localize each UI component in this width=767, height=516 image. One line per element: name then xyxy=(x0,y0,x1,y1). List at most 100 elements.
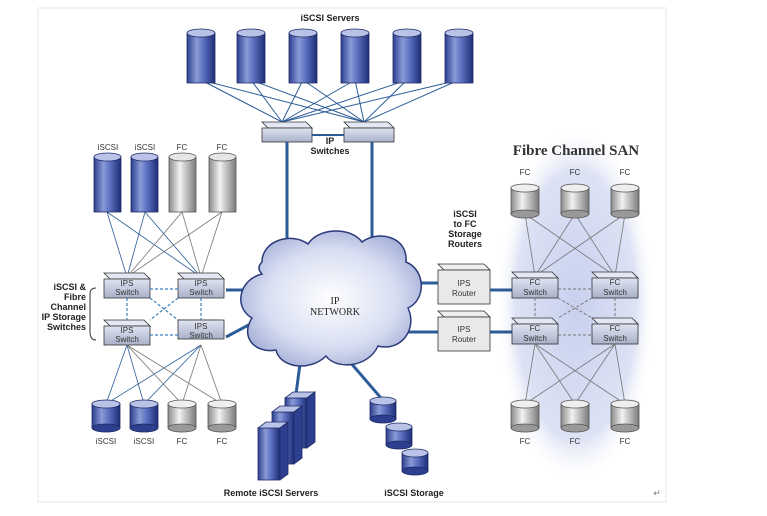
fc-label-bottom: FC xyxy=(519,437,531,446)
server-links xyxy=(200,79,460,123)
ips-router-top xyxy=(437,263,491,305)
ips-router-label: Router xyxy=(451,289,476,298)
disk-unit xyxy=(91,399,121,433)
storage-label-top: FC xyxy=(176,143,188,152)
ips-switch-label: IPS xyxy=(120,279,134,288)
fc-label-bottom: FC xyxy=(619,437,631,446)
iscsi-storage-label: iSCSI Storage xyxy=(384,488,444,498)
ips-switch-label: IPS xyxy=(194,279,208,288)
server xyxy=(444,28,474,84)
fc-disk xyxy=(510,183,540,219)
ips-router-label: IPS xyxy=(457,325,471,334)
ip-switches-label-bottom: Switches xyxy=(310,146,350,156)
iscsi-servers-title: iSCSI Servers xyxy=(300,13,360,23)
disk-unit xyxy=(385,422,413,450)
disk-unit xyxy=(129,399,159,433)
fc-interswitch-dashed xyxy=(534,288,616,336)
router-to-fc-trunks xyxy=(490,288,512,334)
ips-switch-tr xyxy=(177,272,225,299)
fc-switch-tr xyxy=(591,271,639,299)
server xyxy=(288,28,318,84)
server xyxy=(236,28,266,84)
fc-switch-tl xyxy=(511,271,559,299)
fc-switch-label: FC xyxy=(529,324,541,333)
ips-switch-label: Switch xyxy=(189,288,213,297)
ips-interswitch-dashed xyxy=(126,288,202,336)
router-caption-line: to FC xyxy=(453,219,477,229)
fc-disk xyxy=(560,399,590,433)
storage-label-bottom: iSCSI xyxy=(133,437,155,446)
iscsi-storage xyxy=(369,396,429,476)
ip-switch-right xyxy=(343,121,395,143)
ips-router-label: IPS xyxy=(457,279,471,288)
storage-unit xyxy=(93,152,122,213)
iscsi-servers xyxy=(186,28,474,84)
ip-network-label-line2: NETWORK xyxy=(310,307,360,318)
ip-network-cloud xyxy=(240,230,422,367)
server xyxy=(340,28,370,84)
fc-switch-label: FC xyxy=(529,278,541,287)
router-caption-line: iSCSI xyxy=(453,209,477,219)
disk-unit xyxy=(369,396,397,424)
fc-switch-label: Switch xyxy=(603,334,627,343)
fc-label-top: FC xyxy=(519,168,531,177)
ips-switch-label: Switch xyxy=(115,288,139,297)
server xyxy=(186,28,216,84)
ip-switch-left xyxy=(261,121,313,143)
left-bottom-links xyxy=(105,344,202,405)
disk-unit xyxy=(207,399,237,433)
left-bottom-storage xyxy=(91,399,237,433)
fc-disk xyxy=(610,183,640,219)
fc-bottom-storage xyxy=(510,399,640,433)
fc-bottom-links xyxy=(524,343,626,405)
ips-switch-bl xyxy=(103,319,151,346)
ips-switch-label: IPS xyxy=(194,322,208,331)
ip-switches-label-top: IP xyxy=(325,136,335,146)
return-mark: ↵ xyxy=(653,488,661,498)
storage-label-top: iSCSI xyxy=(97,143,119,152)
fc-san-title: Fibre Channel SAN xyxy=(512,143,640,159)
fc-disk xyxy=(510,399,540,433)
storage-label-top: iSCSI xyxy=(134,143,156,152)
server xyxy=(392,28,422,84)
fc-top-storage xyxy=(510,183,640,219)
fc-switch-label: Switch xyxy=(523,334,547,343)
storage-label-bottom: iSCSI xyxy=(95,437,117,446)
ip-network-label-line1: IP xyxy=(330,296,340,307)
fc-switch-label: FC xyxy=(609,324,621,333)
fc-disk xyxy=(610,399,640,433)
storage-unit xyxy=(168,152,197,213)
side-bracket xyxy=(89,287,97,341)
fc-label-top: FC xyxy=(619,168,631,177)
storage-unit xyxy=(130,152,159,213)
disk-unit xyxy=(401,448,429,476)
fc-switch-label: FC xyxy=(609,278,621,287)
storage-label-top: FC xyxy=(216,143,228,152)
storage-label-bottom: FC xyxy=(216,437,228,446)
disk-unit xyxy=(167,399,197,433)
storage-unit xyxy=(208,152,237,213)
side-label-line: IP Storage xyxy=(41,312,86,322)
ips-router-label: Router xyxy=(451,335,476,344)
fc-label-top: FC xyxy=(569,168,581,177)
fc-switch-label: Switch xyxy=(603,288,627,297)
fc-disk xyxy=(560,183,590,219)
storage-label-bottom: FC xyxy=(176,437,188,446)
side-label-line: iSCSI & xyxy=(53,282,86,292)
ips-switch-label: Switch xyxy=(115,335,139,344)
side-label-line: Channel xyxy=(50,302,86,312)
ips-switch-br xyxy=(177,319,225,340)
ips-router-bottom xyxy=(437,310,491,352)
remote-iscsi-servers xyxy=(256,391,317,481)
router-caption-line: Routers xyxy=(447,239,482,249)
side-label-line: Switches xyxy=(46,322,86,332)
ips-switch-tl xyxy=(103,272,151,299)
left-top-storage xyxy=(93,152,237,213)
ips-switch-label: Switch xyxy=(189,331,213,340)
side-label-line: Fibre xyxy=(63,292,86,302)
fc-top-links xyxy=(524,213,626,277)
ips-switch-label: IPS xyxy=(120,326,134,335)
router-caption-line: Storage xyxy=(448,229,482,239)
remote-iscsi-servers-label: Remote iSCSI Servers xyxy=(223,488,319,498)
